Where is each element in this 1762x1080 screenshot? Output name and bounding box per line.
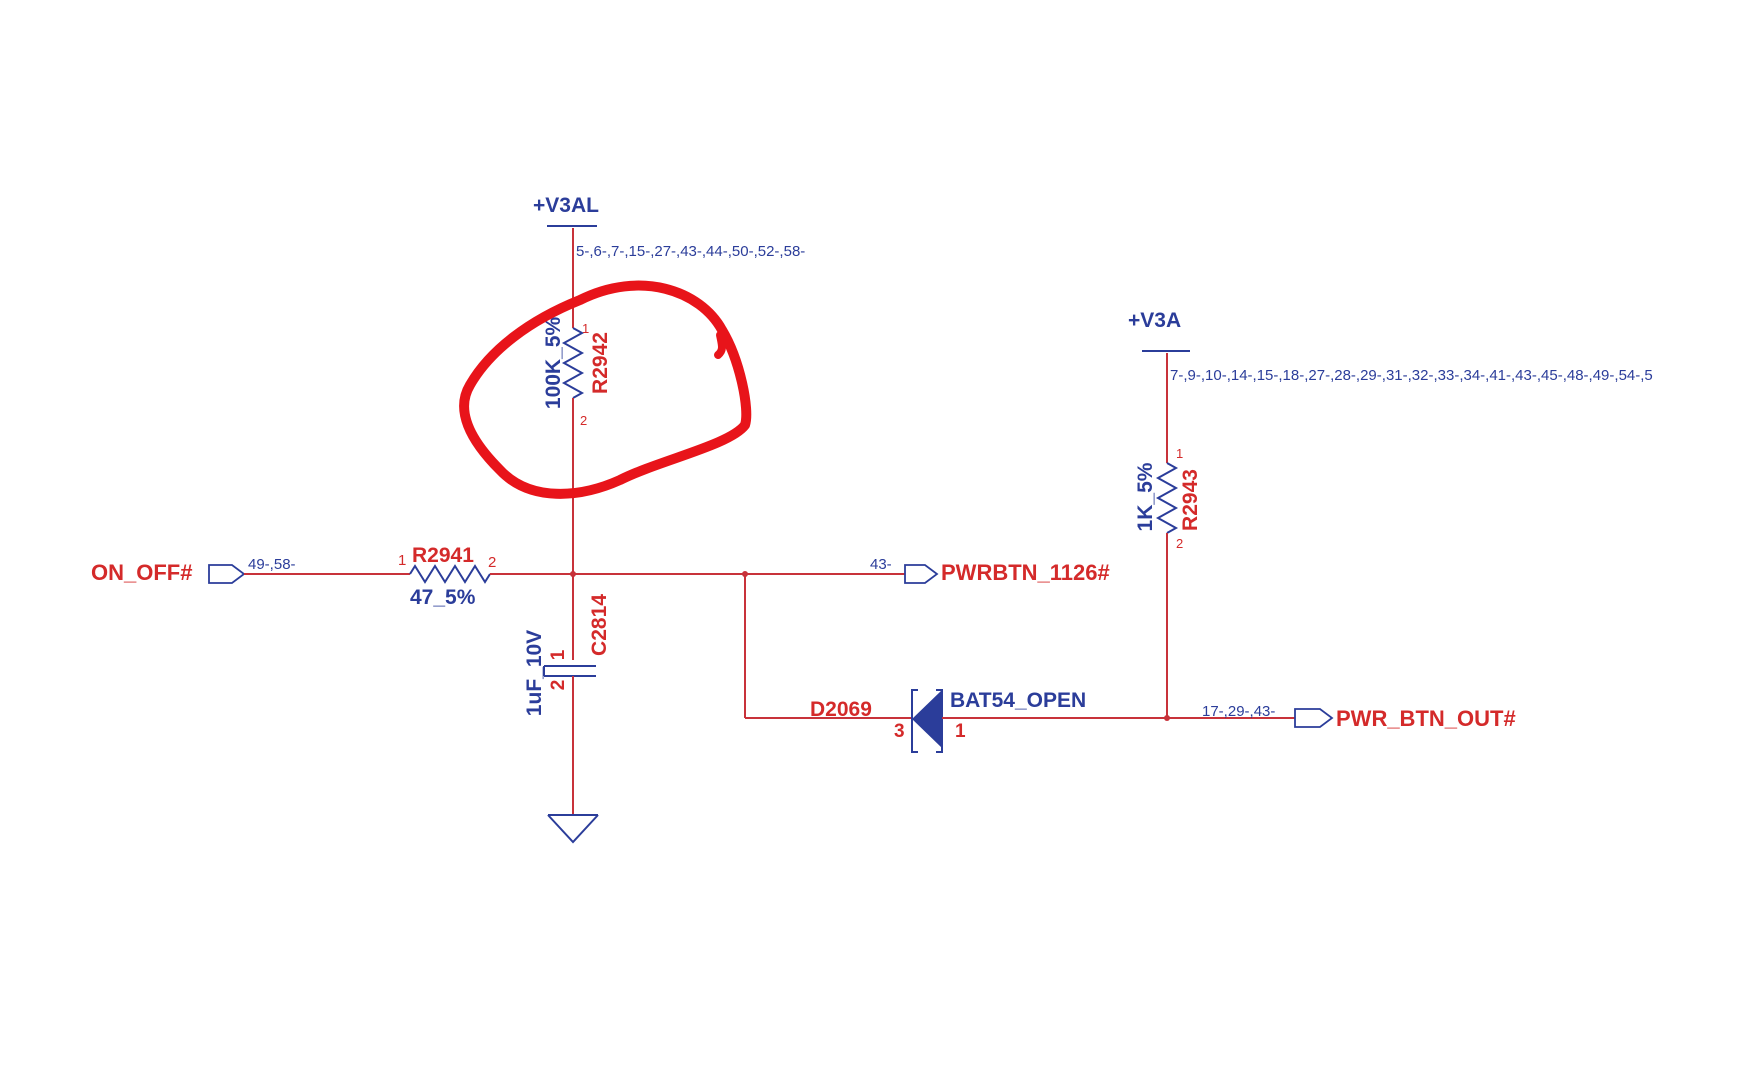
d2069-pin3: 3 (894, 721, 905, 742)
highlight-circle-annotation (459, 280, 752, 499)
ground-triangle (547, 814, 599, 844)
pwrbtn-label: PWRBTN_1126# (941, 560, 1110, 585)
r2943-ref: R2943 (1179, 469, 1202, 531)
r2943-value: 1K_5% (1134, 462, 1157, 531)
r2941-value: 47_5% (410, 586, 476, 609)
pwr-btn-out-label: PWR_BTN_OUT# (1336, 706, 1516, 731)
c2814-pin2: 2 (548, 680, 569, 691)
c2814-pin2-group: 2 (548, 680, 569, 691)
r2942-ref: R2942 (589, 332, 612, 394)
r2942-pin2: 2 (580, 413, 587, 428)
r2942-value: 100K_5% (542, 317, 565, 410)
r2942-pin1: 1 (582, 321, 589, 336)
pwrbtn-1126-port: 43- PWRBTN_1126# (870, 556, 1110, 585)
highlight-circle-tail (714, 331, 726, 359)
c2814-capacitor (543, 665, 596, 677)
r2941-pin1: 1 (398, 552, 406, 569)
c2814-value: 1uF_10V (523, 630, 546, 716)
d2069-ref: D2069 (810, 698, 872, 721)
pwr-btn-out-port: 17-,29-,43- PWR_BTN_OUT# (1202, 703, 1516, 731)
c2814-value-group: 1uF_10V (523, 630, 546, 716)
junction-dot-c2814 (570, 571, 576, 577)
on-off-port-symbol (208, 564, 246, 584)
r2942-resistor-symbol (561, 327, 585, 399)
v3a-page-refs: 7-,9-,10-,14-,15-,18-,27-,28-,29-,31-,32… (1170, 367, 1653, 384)
c2814-ref-group: C2814 (588, 594, 611, 656)
on-off-port: ON_OFF# 49-,58- (91, 556, 296, 585)
r2943-ref-group: R2943 (1179, 469, 1202, 531)
on-off-label: ON_OFF# (91, 560, 192, 585)
r2941-pin2: 2 (488, 554, 496, 571)
c2814-ref: C2814 (588, 594, 611, 656)
d2069-triangle (912, 690, 942, 748)
v3a-label: +V3A (1128, 309, 1181, 332)
c2814-pin1: 1 (548, 649, 569, 660)
pwr-btn-out-port-symbol (1294, 708, 1334, 728)
d2069-diode (911, 689, 943, 753)
pwrbtn-port-symbol (904, 564, 939, 584)
d2069-pin1: 1 (955, 721, 966, 742)
pwr-btn-out-page-refs: 17-,29-,43- (1202, 703, 1275, 720)
c2814-pin1-group: 1 (548, 649, 569, 660)
v3a-power-rail: +V3A 7-,9-,10-,14-,15-,18-,27-,28-,29-,3… (1128, 309, 1653, 384)
r2943-resistor-symbol (1155, 462, 1179, 534)
v3al-power-rail: +V3AL 5-,6-,7-,15-,27-,43-,44-,50-,52-,5… (533, 194, 805, 260)
d2069-value: BAT54_OPEN (950, 689, 1086, 712)
r2941-resistor-symbol (409, 564, 491, 584)
v3al-label: +V3AL (533, 194, 599, 217)
r2942-ref-group: R2942 (589, 332, 612, 394)
r2942-value-group: 100K_5% (542, 317, 565, 410)
on-off-page-refs: 49-,58- (248, 556, 296, 573)
pwrbtn-page-refs: 43- (870, 556, 892, 573)
r2941-ref: R2941 (412, 544, 474, 567)
v3al-page-refs: 5-,6-,7-,15-,27-,43-,44-,50-,52-,58- (576, 243, 805, 260)
r2943-value-group: 1K_5% (1134, 462, 1157, 531)
ground-symbol (547, 814, 599, 844)
r2943-pin1: 1 (1176, 446, 1183, 461)
r2943-pin2: 2 (1176, 536, 1183, 551)
